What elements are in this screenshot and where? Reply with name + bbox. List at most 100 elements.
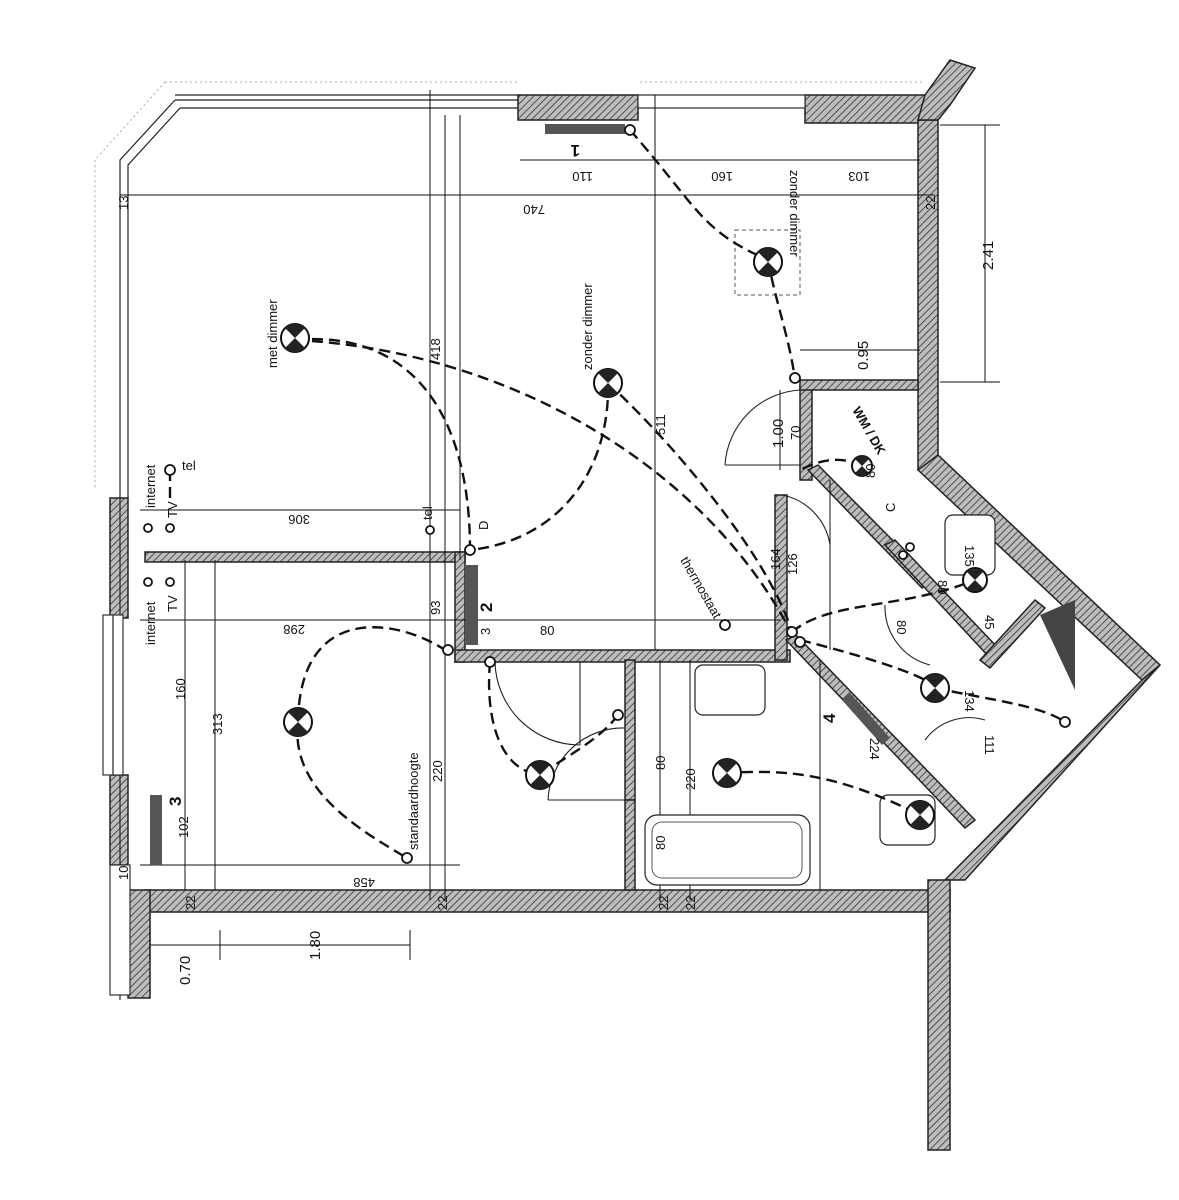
lamp-icon	[851, 455, 873, 477]
dim-22c: 22	[656, 896, 671, 910]
label-zonder-dimmer-2: zonder dimmer	[787, 170, 802, 257]
dim-80e: 80	[935, 580, 950, 594]
dim-103: 103	[848, 169, 870, 184]
wall-top-right	[804, 94, 926, 124]
outer-walls	[109, 59, 1162, 1151]
wall-right-corner	[917, 59, 977, 121]
dim-740: 740	[523, 202, 545, 217]
dim-102: 102	[176, 816, 191, 838]
label-tv-1: TV	[165, 501, 180, 518]
switch-icon	[484, 656, 496, 668]
outlet-icon	[165, 577, 175, 587]
wiring	[168, 129, 1066, 860]
dim-80d: 80	[863, 464, 878, 478]
dim-224: 224	[867, 738, 882, 760]
radiator-3-label: 3	[166, 797, 185, 806]
switch-icon	[1059, 716, 1071, 728]
dim-22d: 22	[683, 896, 698, 910]
lamp-icon	[753, 247, 783, 277]
label-wm-dk: WM / DK	[849, 404, 889, 458]
dim-0-95: 0.95	[855, 341, 872, 370]
wall-lower-angle	[943, 664, 1161, 881]
lamp-icon	[962, 567, 988, 593]
dim-164: 164	[768, 548, 783, 570]
lamp-icon	[712, 758, 742, 788]
lamp-icon	[920, 673, 950, 703]
label-thermostaat: thermostaat	[677, 554, 725, 621]
dim-0-70: 0.70	[177, 956, 194, 985]
dim-80c: 80	[653, 836, 668, 850]
dim-93: 93	[428, 601, 443, 615]
dim-160: 160	[711, 169, 733, 184]
lamp-icon	[593, 368, 623, 398]
dim-135: 135	[962, 545, 977, 567]
radiators: 1 2 3 4	[150, 124, 890, 865]
dim-1-00: 1.00	[770, 419, 787, 448]
wall-right	[917, 119, 939, 471]
lamp-icon	[525, 760, 555, 790]
dim-160b: 160	[173, 678, 188, 700]
dimension-lines	[120, 90, 1000, 960]
radiator-3	[150, 795, 162, 865]
outlet-icon	[164, 464, 176, 476]
wall-top-mid	[517, 94, 639, 121]
label-zonder-dimmer-1: zonder dimmer	[580, 283, 595, 370]
switches	[143, 124, 1071, 864]
dim-126: 126	[785, 553, 800, 575]
facade	[94, 81, 925, 1000]
dim-418: 418	[428, 338, 443, 360]
radiator-4	[842, 693, 890, 745]
switch-icon	[786, 626, 798, 638]
lamp-icon	[280, 323, 310, 353]
doors	[494, 389, 986, 801]
dim-1-80: 1.80	[307, 931, 324, 960]
dim-80b: 80	[653, 756, 668, 770]
label-tel-2: tel	[420, 506, 435, 520]
switch-icon	[789, 372, 801, 384]
outlet-icon	[143, 523, 153, 533]
outlet-icon	[898, 550, 908, 560]
switch-icon	[464, 544, 476, 556]
dim-220a: 220	[430, 760, 445, 782]
dim-134: 134	[962, 690, 977, 712]
dim-111: 111	[982, 735, 997, 755]
label-internet-1: internet	[143, 464, 158, 508]
shower-tray	[1040, 600, 1075, 690]
dim-511: 511	[653, 414, 668, 435]
switch-icon	[442, 644, 454, 656]
switch-icon	[719, 619, 731, 631]
wall-left-mid-1	[109, 497, 129, 619]
wall-bottom-right	[927, 879, 951, 1151]
label-d: D	[476, 521, 491, 530]
dim-306: 306	[288, 512, 310, 527]
dim-22a: 22	[183, 896, 198, 910]
label-internet-2: internet	[143, 601, 158, 645]
dim-10: 10	[116, 866, 131, 880]
radiator-2	[466, 565, 478, 645]
dim-80a: 80	[540, 623, 554, 638]
dim-313: 313	[210, 713, 225, 735]
dimension-texts: 740 110 160 103 418 511 306 298 93 80 3 …	[116, 169, 997, 985]
wall-bottom	[144, 889, 951, 913]
outlet-icon	[165, 523, 175, 533]
radiator-1-label: 1	[571, 141, 580, 160]
dim-70: 70	[788, 426, 803, 440]
fixtures	[644, 229, 1075, 886]
dim-298: 298	[283, 622, 305, 637]
outlet-icon	[905, 542, 915, 552]
switch-icon	[794, 636, 806, 648]
lamp-icon	[283, 707, 313, 737]
dim-110: 110	[572, 169, 593, 184]
radiator-1	[545, 124, 625, 134]
dim-220b: 220	[683, 768, 698, 790]
dim-22e: 22	[923, 196, 938, 210]
wall-left-lower	[127, 889, 151, 999]
door-arc-bedroom	[494, 661, 581, 746]
dim-22b: 22	[435, 896, 450, 910]
switch-icon	[624, 124, 636, 136]
toilet	[694, 664, 766, 716]
outlet-icon	[425, 525, 435, 535]
dim-3: 3	[478, 628, 493, 635]
radiator-2-label: 2	[477, 603, 496, 612]
